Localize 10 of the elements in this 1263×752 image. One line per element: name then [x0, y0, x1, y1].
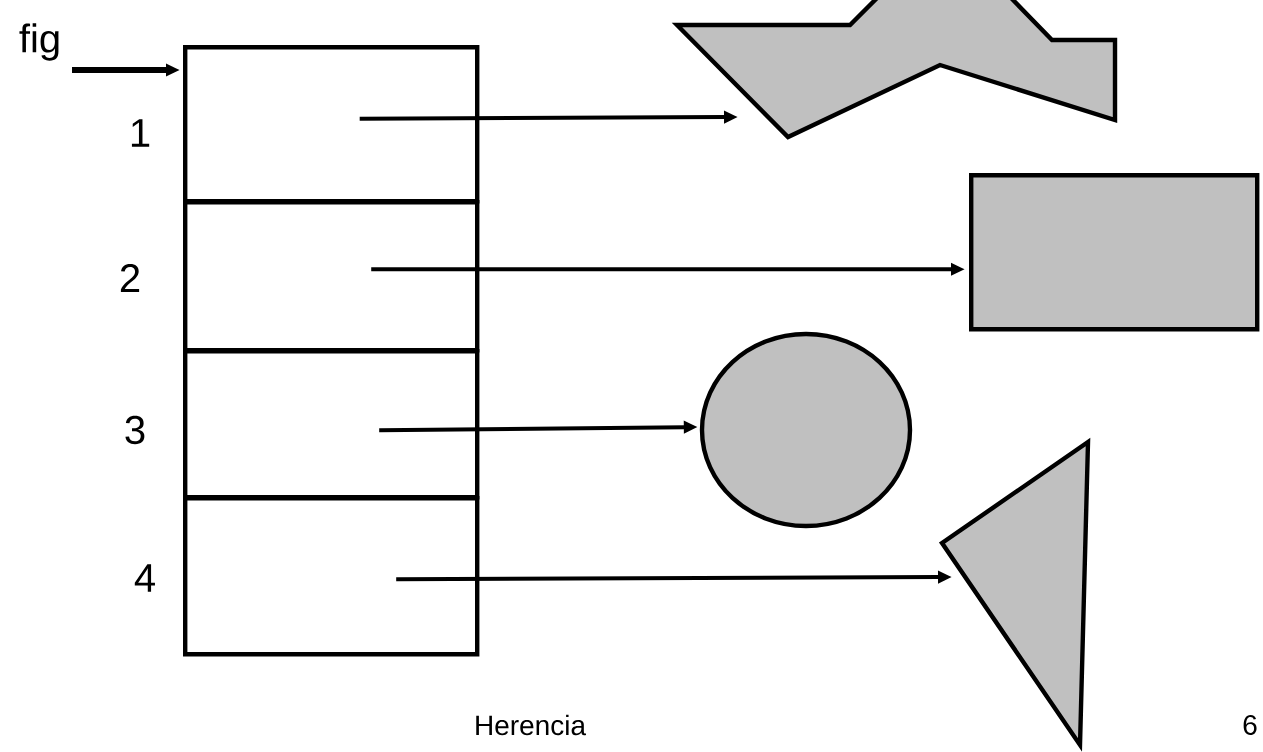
index-number: 1 — [131, 119, 150, 147]
fig-label: fig — [19, 23, 59, 61]
index-number: 4 — [134, 564, 155, 592]
rectangle-shape — [969, 173, 1260, 332]
circle-shape — [699, 331, 913, 529]
index-number: 2 — [120, 264, 140, 292]
page-number: 6 — [1243, 715, 1257, 735]
index-number: 3 — [125, 415, 145, 445]
footer-title: Herencia — [476, 714, 587, 736]
array-cell — [183, 496, 480, 657]
